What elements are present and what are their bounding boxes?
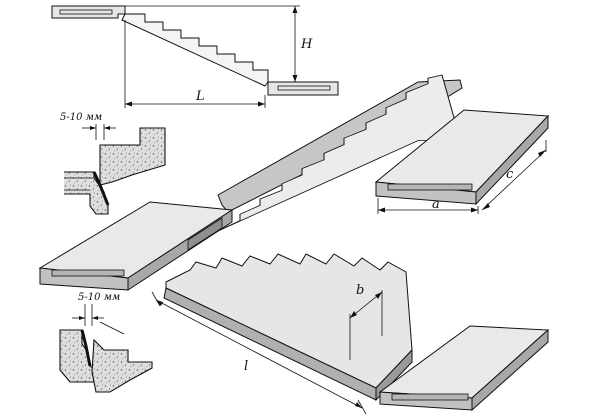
landing-width-label: a bbox=[432, 197, 440, 212]
upper-flight-3d bbox=[217, 74, 463, 232]
height-label: H bbox=[300, 37, 313, 52]
landing-depth-label: c bbox=[506, 167, 514, 182]
flight-section-drawing: L H bbox=[51, 5, 339, 108]
flight-length-label: l bbox=[244, 359, 248, 374]
lower-flight-3d: l b bbox=[151, 253, 413, 415]
right-upper-landing-side bbox=[475, 114, 549, 206]
lower-flight-end bbox=[375, 348, 413, 402]
right-lower-landing-slab-3d bbox=[378, 325, 550, 412]
upper-landing-section bbox=[51, 5, 126, 19]
flight-length-dimension bbox=[155, 299, 363, 409]
lower-landing-section bbox=[267, 81, 339, 96]
upper-flight-top bbox=[217, 74, 461, 232]
left-landing-slab-3d bbox=[38, 201, 234, 291]
step-width-label: b bbox=[356, 283, 364, 298]
length-label: L bbox=[195, 89, 205, 104]
upper-joint-detail: 5-10 мм bbox=[60, 112, 166, 215]
lower-flight-end-section bbox=[91, 338, 153, 393]
flight-section bbox=[121, 13, 269, 87]
lower-joint-detail: 5-10 мм bbox=[59, 292, 153, 393]
right-upper-landing-slab-3d: a c bbox=[374, 109, 550, 214]
right-lower-landing-side bbox=[471, 328, 549, 412]
lower-gap-label: 5-10 мм bbox=[78, 292, 120, 303]
landing-depth-dimension bbox=[481, 149, 547, 211]
flight-end-section bbox=[99, 127, 166, 186]
upper-gap-label: 5-10 мм bbox=[60, 112, 102, 123]
lower-flight-top bbox=[165, 253, 413, 389]
